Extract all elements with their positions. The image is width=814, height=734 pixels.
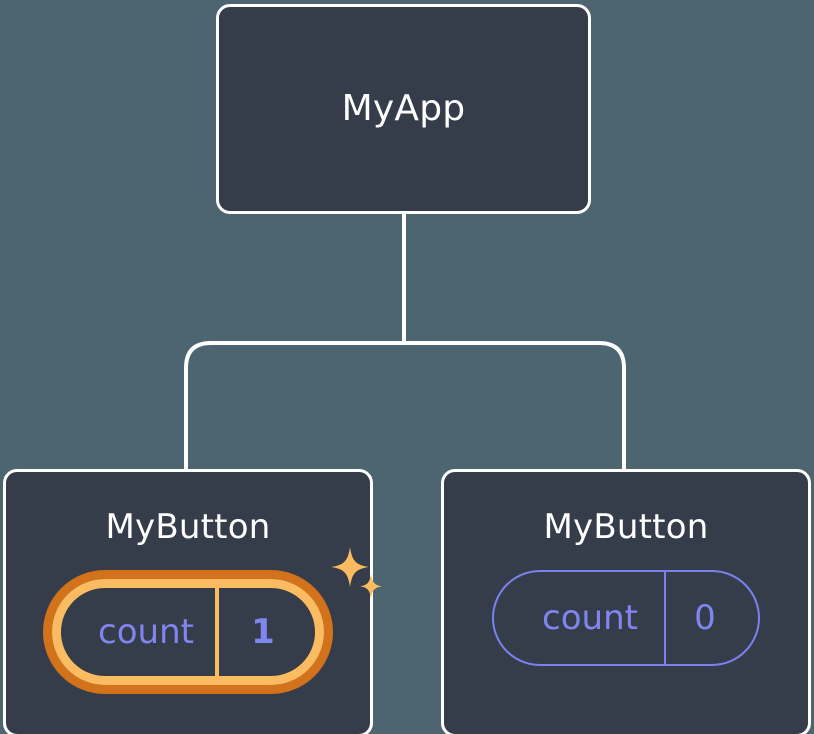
state-key: count	[61, 588, 219, 676]
state-pill[interactable]: count 0	[492, 570, 760, 666]
state-pill-updated[interactable]: count 1	[52, 579, 324, 685]
node-myapp[interactable]: MyApp	[216, 4, 591, 214]
state-key: count	[494, 572, 666, 664]
node-mybutton-left[interactable]: MyButton count 1	[3, 469, 382, 734]
state-pill-idle-wrap: count 0	[492, 570, 760, 666]
state-value: 0	[694, 598, 716, 638]
node-title: MyButton	[543, 507, 709, 547]
state-pill-highlight-ring: count 1	[43, 570, 333, 694]
node-title: MyApp	[341, 88, 466, 129]
sparkle-icon	[331, 547, 369, 587]
state-value: 1	[251, 612, 275, 652]
node-mybutton-right[interactable]: MyButton count 0	[441, 469, 811, 734]
state-pill-highlighted-wrap: count 1	[43, 547, 382, 694]
node-title: MyButton	[105, 507, 271, 547]
